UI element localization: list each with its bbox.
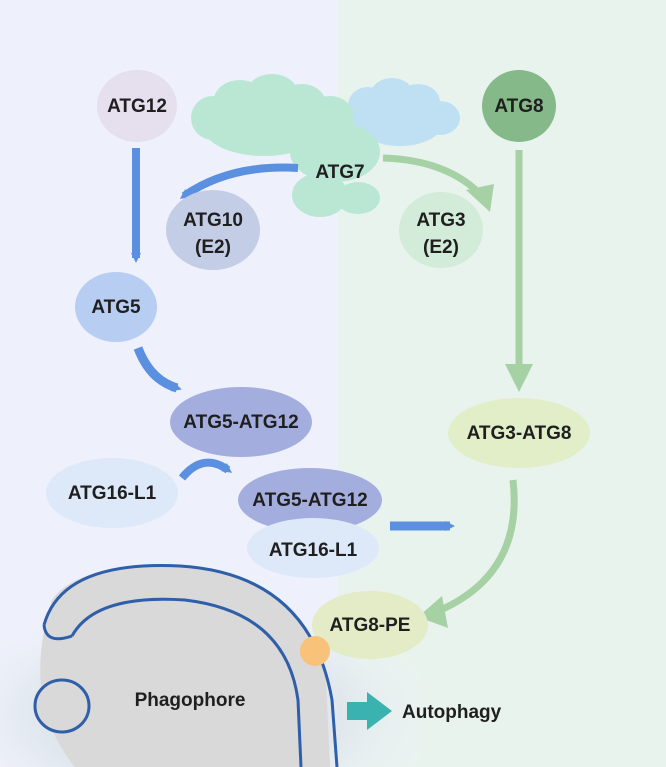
arrow-autophagy: [347, 692, 392, 730]
phagophore-membrane-tip: [42, 624, 73, 641]
pe-lipid-dot: [300, 636, 330, 666]
atg5-atg12-node: ATG5-ATG12: [170, 387, 312, 457]
svg-text:ATG3-ATG8: ATG3-ATG8: [467, 423, 572, 444]
arrow-atg7-to-atg10: [179, 163, 299, 200]
svg-text:(E2): (E2): [423, 237, 459, 258]
phagophore-label: Phagophore: [135, 690, 246, 711]
phagophore-fill: [40, 566, 330, 767]
svg-text:ATG3: ATG3: [416, 210, 465, 231]
svg-text:ATG16-L1: ATG16-L1: [269, 540, 358, 561]
atg8-node: ATG8: [482, 70, 556, 142]
atg10-node: ATG10 (E2): [166, 190, 260, 270]
atg16-l1-node: ATG16-L1: [46, 458, 178, 528]
arrow-atg7-to-atg3-head: [466, 184, 494, 212]
atg8-pe-node: ATG8-PE: [312, 591, 428, 659]
atg12-node: ATG12: [97, 70, 177, 142]
atg3-node: ATG3 (E2): [399, 192, 483, 268]
arrow-atg16-to-complex: [178, 458, 233, 481]
atg5-atg12-atg16-complex: ATG5-ATG12 ATG16-L1: [238, 468, 382, 578]
svg-text:ATG5-ATG12: ATG5-ATG12: [252, 490, 367, 511]
atg7-label: ATG7: [315, 162, 364, 183]
autophagy-label: Autophagy: [402, 702, 502, 723]
svg-text:ATG12: ATG12: [107, 96, 167, 117]
svg-text:ATG8-PE: ATG8-PE: [330, 615, 411, 636]
svg-text:ATG8: ATG8: [494, 96, 543, 117]
atg3-atg8-node: ATG3-ATG8: [448, 398, 590, 468]
atg5-node: ATG5: [75, 272, 157, 342]
svg-text:ATG5-ATG12: ATG5-ATG12: [183, 412, 298, 433]
svg-text:ATG5: ATG5: [91, 297, 141, 318]
svg-text:ATG10: ATG10: [183, 210, 243, 231]
svg-text:ATG16-L1: ATG16-L1: [68, 483, 157, 504]
svg-text:(E2): (E2): [195, 237, 231, 258]
arrow-atg3-atg8-to-atg8-pe-head: [418, 596, 448, 628]
arrow-atg3-atg8-to-atg8-pe: [434, 479, 518, 616]
atg7-enzyme: ATG7: [191, 74, 460, 217]
arrow-atg8-to-atg3-atg8-head: [505, 364, 533, 392]
vesicle-circle: [33, 678, 91, 734]
phagophore-membrane-inner: [70, 597, 303, 767]
arrow-atg5-to-atg5-atg12: [133, 346, 182, 393]
